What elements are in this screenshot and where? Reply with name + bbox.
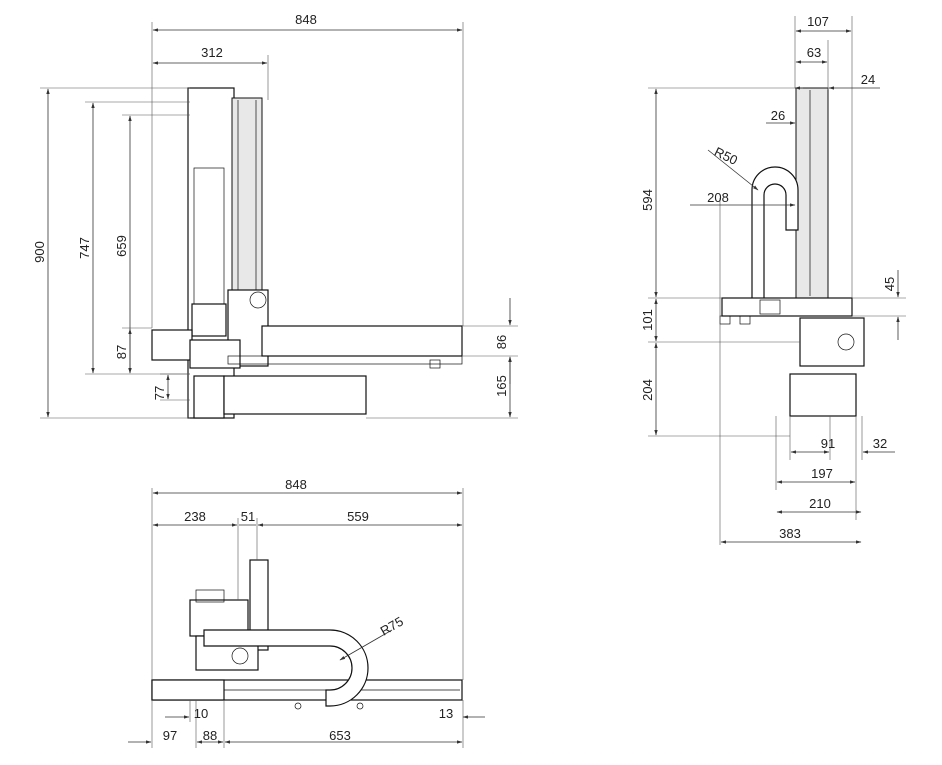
dim-side-101: 101 [640, 309, 655, 331]
dim-top-653: 653 [329, 728, 351, 743]
dim-top-848: 848 [285, 477, 307, 492]
front-gripper [151, 329, 193, 361]
dim-side-107: 107 [807, 14, 829, 29]
side-base [789, 373, 857, 417]
dim-front-77: 77 [152, 386, 167, 400]
dim-side-24: 24 [861, 72, 875, 87]
dim-top-97: 97 [163, 728, 177, 743]
side-cable-chain [751, 166, 799, 301]
front-base-block [193, 375, 225, 419]
side-arm [721, 297, 853, 317]
dim-front-165: 165 [494, 375, 509, 397]
dim-front-659: 659 [114, 235, 129, 257]
top-cable-chain [203, 629, 369, 707]
side-motor [799, 317, 865, 367]
dim-top-10: 10 [194, 706, 208, 721]
dim-front-312: 312 [201, 45, 223, 60]
dim-top-238: 238 [184, 509, 206, 524]
dim-side-383: 383 [779, 526, 801, 541]
front-motor-icon [249, 291, 267, 309]
side-column [795, 87, 829, 299]
top-view: 848 238 51 559 R75 10 13 97 88 653 [128, 477, 485, 748]
side-motor-icon [837, 333, 855, 351]
dim-side-208: 208 [707, 190, 729, 205]
dim-front-86: 86 [494, 335, 509, 349]
dim-top-13: 13 [439, 706, 453, 721]
front-rail [231, 97, 263, 299]
front-view: 848 312 900 747 659 87 77 86 [32, 12, 518, 419]
dim-top-559: 559 [347, 509, 369, 524]
dim-side-197: 197 [811, 466, 833, 481]
top-motor-icon [231, 647, 249, 665]
dim-side-210: 210 [809, 496, 831, 511]
dim-top-r75: R75 [378, 614, 406, 639]
top-carriage [249, 559, 269, 651]
dim-side-91: 91 [821, 436, 835, 451]
dim-side-63: 63 [807, 45, 821, 60]
dim-side-594: 594 [640, 189, 655, 211]
dim-front-900: 900 [32, 241, 47, 263]
dim-side-26: 26 [771, 108, 785, 123]
dim-side-32: 32 [873, 436, 887, 451]
front-arm [261, 325, 463, 357]
front-gripper-body [189, 339, 241, 369]
dim-side-204: 204 [640, 379, 655, 401]
dim-front-87: 87 [114, 345, 129, 359]
dim-front-848: 848 [295, 12, 317, 27]
top-end-block [151, 679, 225, 701]
dim-front-747: 747 [77, 237, 92, 259]
front-plate [191, 303, 227, 337]
dim-side-45: 45 [882, 277, 897, 291]
dim-top-51: 51 [241, 509, 255, 524]
side-view: 107 63 24 26 R50 208 594 45 101 [640, 14, 906, 545]
front-lower-beam [223, 375, 367, 415]
dim-top-88: 88 [203, 728, 217, 743]
